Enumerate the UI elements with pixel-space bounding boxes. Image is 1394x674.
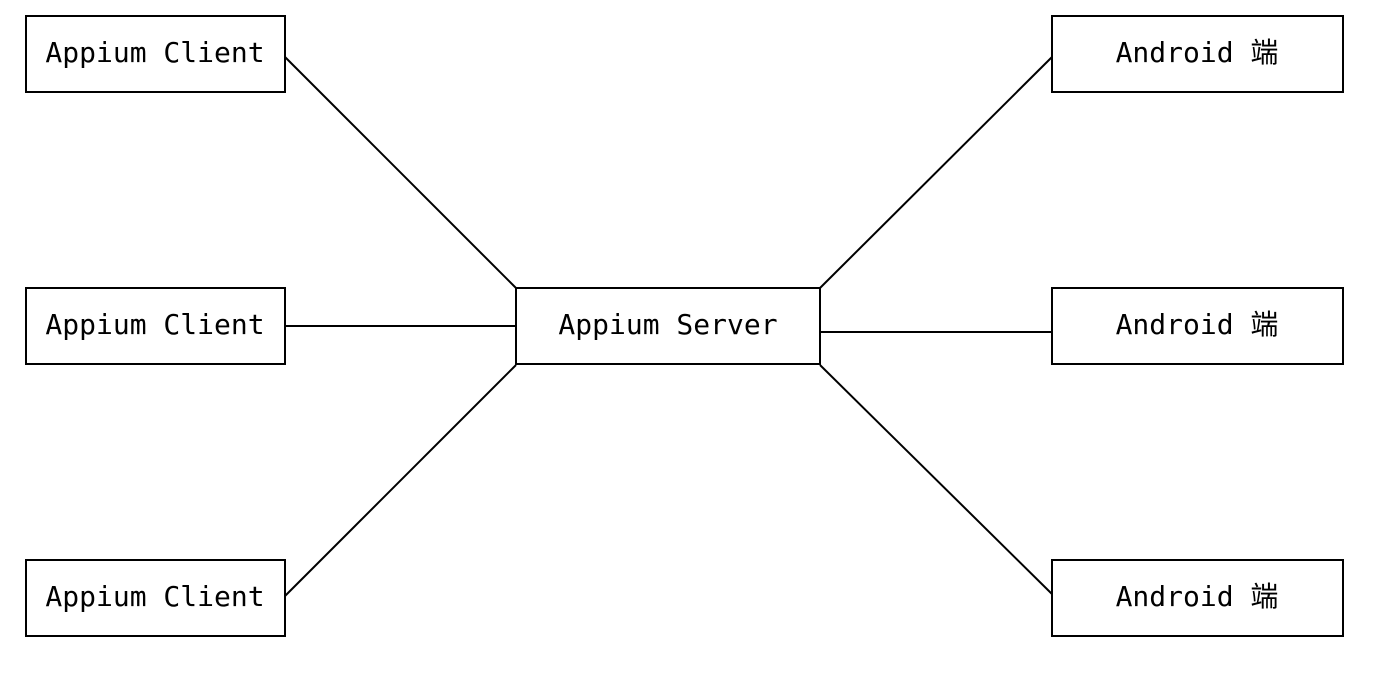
edge-server-device-1 <box>819 56 1053 289</box>
connections <box>284 56 1055 597</box>
edge-client-1-server <box>284 56 517 289</box>
edge-client-3-server <box>284 364 517 597</box>
server-node: Appium Server <box>515 287 821 365</box>
client-box <box>25 559 286 637</box>
device-box <box>1051 559 1344 637</box>
client-label: Appium Client <box>45 580 264 613</box>
device-node: Android 端 <box>1051 15 1344 93</box>
device-label: Android 端 <box>1116 308 1279 341</box>
client-label: Appium Client <box>45 36 264 69</box>
edge-server-device-3 <box>819 364 1055 597</box>
device-label: Android 端 <box>1116 580 1279 613</box>
client-node: Appium Client <box>25 15 286 93</box>
device-label: Android 端 <box>1116 36 1279 69</box>
server-box <box>515 287 821 365</box>
client-box <box>25 287 286 365</box>
client-box <box>25 15 286 93</box>
device-node: Android 端 <box>1051 559 1344 637</box>
client-node: Appium Client <box>25 287 286 365</box>
device-box <box>1051 287 1344 365</box>
device-node: Android 端 <box>1051 287 1344 365</box>
device-box <box>1051 15 1344 93</box>
server-label: Appium Server <box>558 308 777 341</box>
client-label: Appium Client <box>45 308 264 341</box>
client-node: Appium Client <box>25 559 286 637</box>
